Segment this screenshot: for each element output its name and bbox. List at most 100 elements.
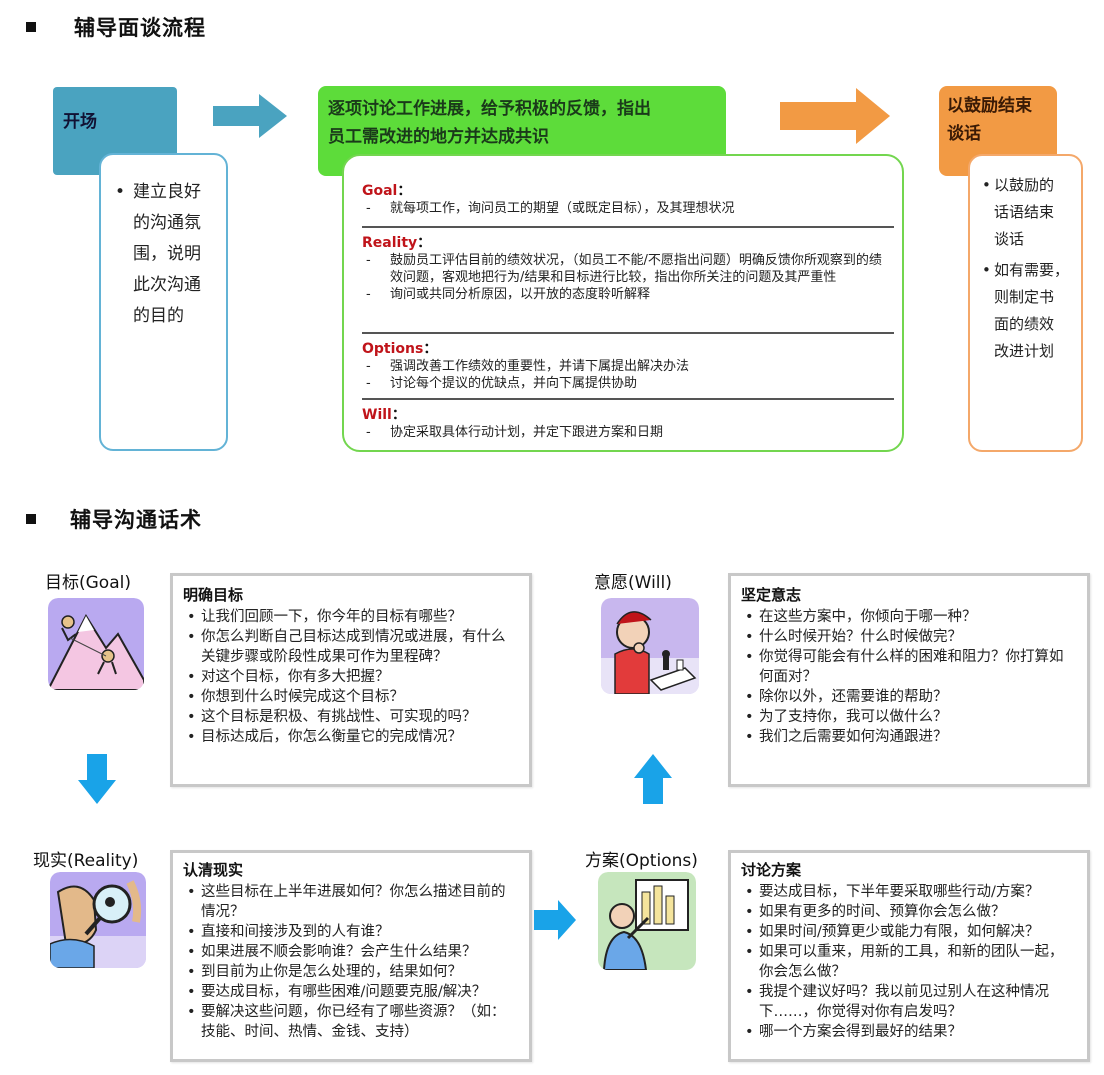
closing-line: 以鼓励的 bbox=[994, 176, 1055, 194]
question-item: 你想到什么时候完成这个目标？ bbox=[183, 687, 519, 707]
grow-goal: Goal： 就每项工作，询问员工的期望（或既定目标），及其理想状况 bbox=[362, 180, 894, 217]
question-item: 让我们回顾一下，你今年的目标有哪些？ bbox=[183, 607, 519, 627]
section-title-scripts: 辅导沟通话术 bbox=[70, 508, 202, 532]
question-item: 要达成目标，下半年要采取哪些行动/方案？ bbox=[741, 882, 1077, 902]
question-item: 除你以外，还需要谁的帮助？ bbox=[741, 687, 1077, 707]
options-panel: 讨论方案 要达成目标，下半年要采取哪些行动/方案？ 如果有更多的时间、预算你会怎… bbox=[728, 850, 1090, 1062]
closing-line: 如有需要， bbox=[994, 261, 1070, 279]
grow-reality: Reality： 鼓励员工评估目前的绩效状况，（如员工不能/不愿指出问题）明确反… bbox=[362, 232, 894, 303]
question-item: 在这些方案中，你倾向于哪一种？ bbox=[741, 607, 1077, 627]
closing-item: • 以鼓励的 话语结束 谈话 bbox=[982, 172, 1069, 253]
grow-label-text: Will bbox=[362, 407, 392, 423]
question-item: 如果可以重来，用新的工具，和新的团队一起，你会怎么做？ bbox=[741, 942, 1077, 982]
grow-label-text: Reality bbox=[362, 235, 418, 251]
question-item: 如果有更多的时间、预算你会怎么做？ bbox=[741, 902, 1077, 922]
opening-line: 的沟通氛 bbox=[133, 213, 201, 233]
presenter-chart-icon bbox=[598, 872, 696, 970]
grow-item: 就每项工作，询问员工的期望（或既定目标），及其理想状况 bbox=[362, 200, 894, 217]
grow-label: Goal： bbox=[362, 183, 412, 199]
arrow-up-icon bbox=[632, 752, 674, 810]
question-item: 到目前为止你是怎么处理的，结果如何？ bbox=[183, 962, 519, 982]
will-question-list: 在这些方案中，你倾向于哪一种？ 什么时候开始？什么时候做完？ 你觉得可能会有什么… bbox=[741, 607, 1077, 747]
goal-panel: 明确目标 让我们回顾一下，你今年的目标有哪些？ 你怎么判断自己目标达成到情况或进… bbox=[170, 573, 532, 787]
opening-title: 开场 bbox=[63, 112, 97, 132]
closing-title-line: 谈话 bbox=[947, 124, 981, 144]
question-item: 我们之后需要如何沟通跟进？ bbox=[741, 727, 1077, 747]
question-item: 我提个建议好吗？我以前见过别人在这种情况下……，你觉得对你有启发吗？ bbox=[741, 982, 1077, 1022]
question-item: 什么时候开始？什么时候做完？ bbox=[741, 627, 1077, 647]
mountain-climber-icon bbox=[48, 598, 144, 690]
closing-line: 话语结束 bbox=[994, 203, 1055, 221]
section-bullet bbox=[26, 22, 36, 32]
closing-line: 改进计划 bbox=[994, 342, 1055, 360]
grow-label: Will： bbox=[362, 407, 406, 423]
question-item: 要解决这些问题，你已经有了哪些资源？（如：技能、时间、热情、金钱、支持） bbox=[183, 1002, 519, 1042]
opening-text: • 建立良好 的沟通氛 围，说明 此次沟通 的目的 bbox=[115, 177, 201, 332]
closing-line: 面的绩效 bbox=[994, 315, 1055, 333]
question-item: 如果进展不顺会影响谁？会产生什么结果？ bbox=[183, 942, 519, 962]
discuss-title-line: 逐项讨论工作进展，给予积极的反馈，指出 bbox=[328, 99, 651, 119]
question-item: 这个目标是积极、有挑战性、可实现的吗？ bbox=[183, 707, 519, 727]
discuss-title-line: 员工需改进的地方并达成共识 bbox=[328, 127, 549, 147]
discuss-title: 逐项讨论工作进展，给予积极的反馈，指出 员工需改进的地方并达成共识 bbox=[328, 95, 651, 151]
grow-label: Options： bbox=[362, 341, 438, 357]
question-item: 对这个目标，你有多大把握？ bbox=[183, 667, 519, 687]
divider bbox=[362, 398, 894, 400]
will-panel-title: 坚定意志 bbox=[741, 586, 802, 604]
question-item: 要达成目标，有哪些困难/问题要克服/解决？ bbox=[183, 982, 519, 1002]
closing-title-line: 以鼓励结束 bbox=[947, 96, 1032, 116]
chess-thinker-icon bbox=[601, 598, 699, 694]
flow-arrow-right-icon bbox=[211, 92, 289, 140]
reality-panel-title: 认清现实 bbox=[183, 861, 244, 879]
closing-detail: • 以鼓励的 话语结束 谈话 • 如有需要， 则制定书 面的绩效 改进计划 bbox=[968, 154, 1083, 452]
grow-label-text: Options bbox=[362, 341, 424, 357]
grow-label-text: Goal bbox=[362, 183, 398, 199]
question-item: 这些目标在上半年进展如何？你怎么描述目前的情况？ bbox=[183, 882, 519, 922]
closing-line: 谈话 bbox=[994, 230, 1025, 248]
section-bullet bbox=[26, 514, 36, 524]
closing-item: • 如有需要， 则制定书 面的绩效 改进计划 bbox=[982, 257, 1069, 365]
grow-item: 强调改善工作绩效的重要性，并请下属提出解决办法 bbox=[362, 358, 894, 375]
question-item: 如果时间/预算更少或能力有限，如何解决？ bbox=[741, 922, 1077, 942]
goal-panel-title: 明确目标 bbox=[183, 586, 244, 604]
grow-item: 鼓励员工评估目前的绩效状况，（如员工不能/不愿指出问题）明确反馈你所观察到的绩效… bbox=[362, 252, 894, 286]
question-item: 你怎么判断自己目标达成到情况或进展，有什么关键步骤或阶段性成果可作为里程碑？ bbox=[183, 627, 519, 667]
reality-stage-label: 现实(Reality) bbox=[33, 851, 139, 871]
question-item: 为了支持你，我可以做什么？ bbox=[741, 707, 1077, 727]
question-item: 直接和间接涉及到的人有谁？ bbox=[183, 922, 519, 942]
will-stage-label: 意愿(Will) bbox=[594, 573, 672, 593]
reality-question-list: 这些目标在上半年进展如何？你怎么描述目前的情况？ 直接和间接涉及到的人有谁？ 如… bbox=[183, 882, 519, 1042]
closing-title: 以鼓励结束 谈话 bbox=[947, 92, 1032, 148]
opening-line: 围，说明 bbox=[133, 244, 201, 264]
opening-line: 此次沟通 bbox=[133, 275, 201, 295]
closing-text: • 以鼓励的 话语结束 谈话 • 如有需要， 则制定书 面的绩效 改进计划 bbox=[982, 172, 1069, 365]
grow-item: 讨论每个提议的优缺点，并向下属提供协助 bbox=[362, 375, 894, 392]
grow-options: Options： 强调改善工作绩效的重要性，并请下属提出解决办法 讨论每个提议的… bbox=[362, 338, 894, 392]
magnifier-person-icon bbox=[50, 872, 146, 968]
section-title-flow: 辅导面谈流程 bbox=[74, 16, 206, 40]
reality-panel: 认清现实 这些目标在上半年进展如何？你怎么描述目前的情况？ 直接和间接涉及到的人… bbox=[170, 850, 532, 1062]
closing-line: 则制定书 bbox=[994, 288, 1055, 306]
divider bbox=[362, 332, 894, 334]
options-question-list: 要达成目标，下半年要采取哪些行动/方案？ 如果有更多的时间、预算你会怎么做？ 如… bbox=[741, 882, 1077, 1042]
flow-arrow-right-icon bbox=[778, 86, 892, 146]
opening-line: 的目的 bbox=[133, 306, 184, 326]
goal-question-list: 让我们回顾一下，你今年的目标有哪些？ 你怎么判断自己目标达成到情况或进展，有什么… bbox=[183, 607, 519, 747]
opening-detail: • 建立良好 的沟通氛 围，说明 此次沟通 的目的 bbox=[99, 153, 228, 451]
opening-line: 建立良好 bbox=[133, 182, 201, 202]
arrow-right-icon bbox=[532, 898, 578, 946]
arrow-down-icon bbox=[76, 752, 118, 810]
discuss-detail: Goal： 就每项工作，询问员工的期望（或既定目标），及其理想状况 Realit… bbox=[342, 154, 904, 452]
goal-stage-label: 目标(Goal) bbox=[45, 573, 131, 593]
will-panel: 坚定意志 在这些方案中，你倾向于哪一种？ 什么时候开始？什么时候做完？ 你觉得可… bbox=[728, 573, 1090, 787]
question-item: 你觉得可能会有什么样的困难和阻力？你打算如何面对？ bbox=[741, 647, 1077, 687]
question-item: 目标达成后，你怎么衡量它的完成情况？ bbox=[183, 727, 519, 747]
question-item: 哪一个方案会得到最好的结果？ bbox=[741, 1022, 1077, 1042]
grow-item: 协定采取具体行动计划，并定下跟进方案和日期 bbox=[362, 424, 894, 441]
divider bbox=[362, 226, 894, 228]
options-stage-label: 方案(Options) bbox=[585, 851, 698, 871]
grow-item: 询问或共同分析原因，以开放的态度聆听解释 bbox=[362, 286, 894, 303]
options-panel-title: 讨论方案 bbox=[741, 861, 802, 879]
grow-label: Reality： bbox=[362, 235, 432, 251]
grow-will: Will： 协定采取具体行动计划，并定下跟进方案和日期 bbox=[362, 404, 894, 441]
